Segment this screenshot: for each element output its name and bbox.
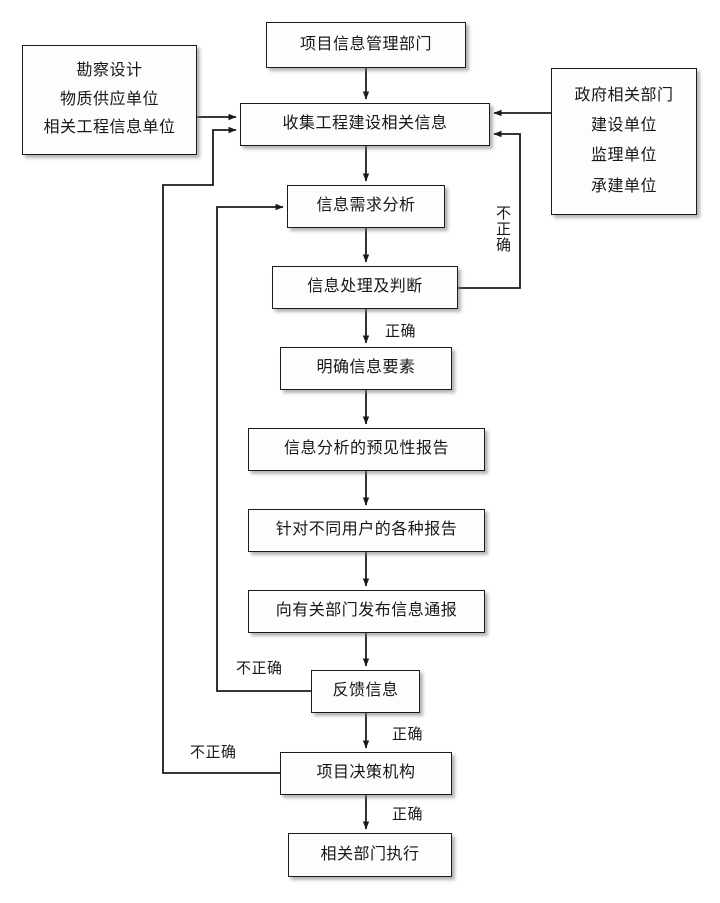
edge-label-incorrect-process: 不正确 — [494, 205, 510, 253]
edge-label-incorrect-decision: 不正确 — [190, 745, 237, 761]
node-survey-supply-units[interactable]: 勘察设计 物质供应单位 相关工程信息单位 — [22, 45, 197, 155]
edge-label-incorrect-feedback: 不正确 — [236, 661, 283, 677]
node-decision-body[interactable]: 项目决策机构 — [280, 752, 452, 795]
node-dept-execute[interactable]: 相关部门执行 — [288, 833, 452, 877]
edge-decision-incorrect-to-collect — [162, 126, 280, 774]
node-publish-bulletin[interactable]: 向有关部门发布信息通报 — [248, 590, 485, 633]
node-label-line-4: 承建单位 — [590, 177, 657, 195]
node-label: 向有关部门发布信息通报 — [275, 602, 458, 620]
node-label: 项目决策机构 — [316, 764, 416, 782]
node-process-judge[interactable]: 信息处理及判断 — [272, 266, 458, 309]
node-label-line-2: 物质供应单位 — [59, 90, 159, 108]
node-label-line-1: 勘察设计 — [76, 61, 143, 79]
node-label: 项目信息管理部门 — [299, 35, 432, 53]
node-label: 信息分析的预见性报告 — [283, 440, 449, 458]
node-label: 反馈信息 — [332, 682, 399, 700]
node-collect-info[interactable]: 收集工程建设相关信息 — [240, 103, 490, 146]
node-project-info-dept[interactable]: 项目信息管理部门 — [266, 22, 466, 68]
node-clarify-elements[interactable]: 明确信息要素 — [280, 347, 452, 390]
edge-label-correct-feedback: 正确 — [392, 727, 424, 743]
node-label: 明确信息要素 — [316, 359, 416, 377]
node-label-line-3: 监理单位 — [590, 147, 657, 165]
edge-process-incorrect-to-collect — [458, 130, 521, 289]
node-label-line-1: 政府相关部门 — [574, 86, 674, 104]
node-feedback-info[interactable]: 反馈信息 — [311, 670, 420, 713]
node-label: 相关部门执行 — [320, 845, 420, 863]
node-label: 针对不同用户的各种报告 — [275, 521, 458, 539]
node-user-reports[interactable]: 针对不同用户的各种报告 — [248, 509, 485, 552]
edge-label-correct-decision: 正确 — [392, 807, 424, 823]
edge-feedback-incorrect-to-demand — [216, 203, 311, 692]
node-government-units[interactable]: 政府相关部门 建设单位 监理单位 承建单位 — [551, 68, 697, 215]
node-label: 信息处理及判断 — [307, 278, 423, 296]
node-predictive-report[interactable]: 信息分析的预见性报告 — [248, 428, 485, 471]
node-demand-analysis[interactable]: 信息需求分析 — [287, 185, 445, 228]
edge-label-correct-process: 正确 — [385, 324, 417, 340]
node-label-line-2: 建设单位 — [590, 116, 657, 134]
node-label: 收集工程建设相关信息 — [282, 115, 448, 133]
node-label-line-3: 相关工程信息单位 — [43, 119, 176, 137]
node-label: 信息需求分析 — [316, 197, 416, 215]
